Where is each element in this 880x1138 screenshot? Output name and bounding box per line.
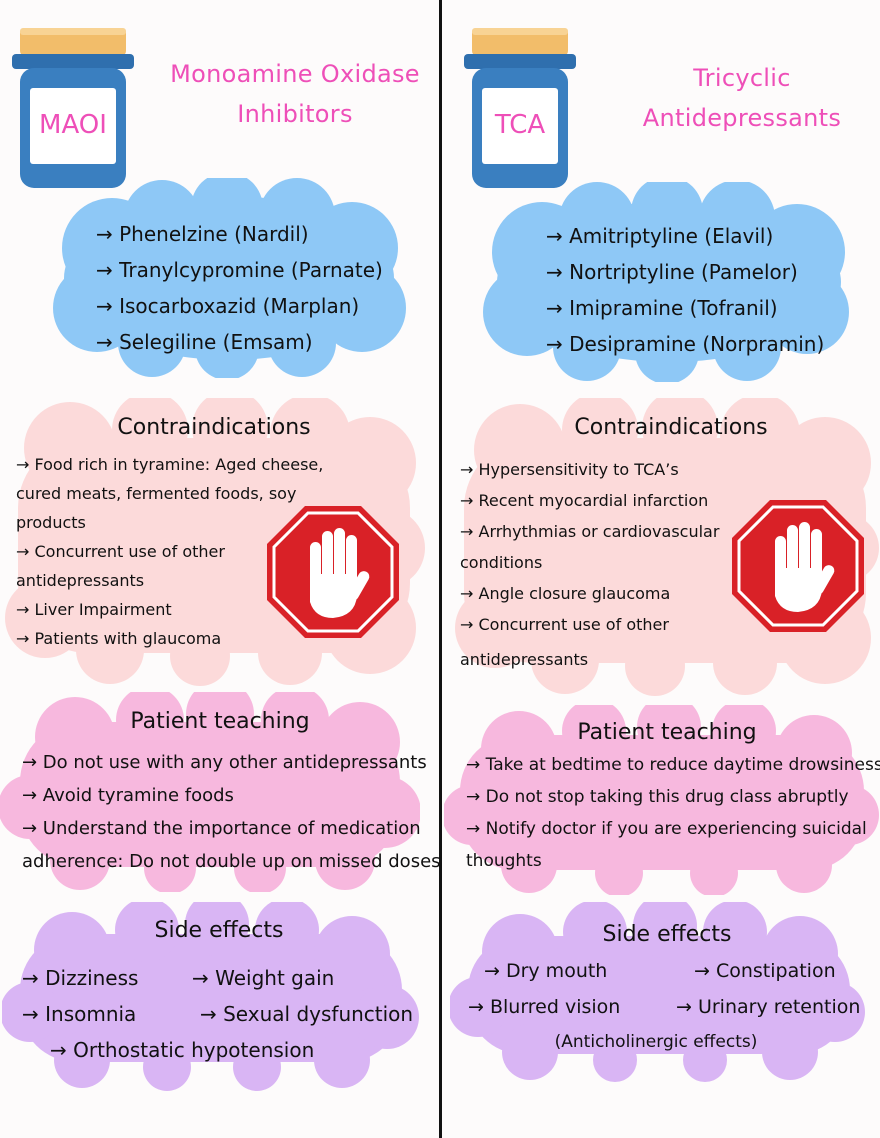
maoi-contra-line: products xyxy=(16,513,86,532)
maoi-drug-item: → Tranylcypromine (Parnate) xyxy=(96,258,383,282)
maoi-side-effect: → Dizziness xyxy=(22,966,139,990)
tca-contra-line: → Concurrent use of other xyxy=(460,615,669,634)
tca-teaching-heading: Patient teaching xyxy=(577,720,757,745)
maoi-teaching-heading: Patient teaching xyxy=(130,709,310,734)
tca-drug-item: → Desipramine (Norpramin) xyxy=(546,332,825,356)
tca-contra-line: → Recent myocardial infarction xyxy=(460,491,709,510)
maoi-contra-line: cured meats, fermented foods, soy xyxy=(16,484,297,503)
maoi-contra-line: → Concurrent use of other xyxy=(16,542,225,561)
tca-side-effect: → Blurred vision xyxy=(468,996,621,1018)
maoi-drug-item: → Isocarboxazid (Marplan) xyxy=(96,294,360,318)
tca-teaching-line: → Do not stop taking this drug class abr… xyxy=(466,787,849,807)
maoi-side-effect: → Sexual dysfunction xyxy=(200,1002,414,1026)
tca-drug-item: → Nortriptyline (Pamelor) xyxy=(546,260,798,284)
maoi-teaching-line: → Do not use with any other antidepressa… xyxy=(22,752,427,773)
center-divider xyxy=(439,0,442,1138)
maoi-side-effect: → Orthostatic hypotension xyxy=(50,1038,315,1062)
maoi-title-line-2: Inhibitors xyxy=(237,100,353,128)
tca-contra-line: antidepressants xyxy=(460,650,589,669)
tca-drugs-cloud: → Amitriptyline (Elavil) → Nortriptyline… xyxy=(482,182,857,382)
tca-title-line-2: Antidepressants xyxy=(642,104,842,132)
maoi-side-effects-cloud: Side effects → Dizziness → Weight gain →… xyxy=(2,902,420,1092)
maoi-side-effects-heading: Side effects xyxy=(154,918,284,943)
maoi-drug-item: → Phenelzine (Nardil) xyxy=(96,222,309,246)
tca-contraindications-cloud: Contraindications → Hypersensitivity to … xyxy=(450,398,880,698)
maoi-side-effect: → Weight gain xyxy=(192,966,335,990)
maoi-teaching-line: adherence: Do not double up on missed do… xyxy=(22,851,441,872)
tca-contra-line: → Hypersensitivity to TCA’s xyxy=(460,460,679,479)
tca-drug-item: → Amitriptyline (Elavil) xyxy=(546,224,774,248)
tca-column: TCA Tricyclic Antidepressants → Amitript… xyxy=(442,0,880,1138)
tca-side-effects-heading: Side effects xyxy=(602,922,732,947)
maoi-title: Monoamine Oxidase Inhibitors xyxy=(150,54,440,134)
pill-bottle-icon: TCA xyxy=(460,22,580,192)
maoi-side-effect: → Insomnia xyxy=(22,1002,137,1026)
maoi-teaching-line: → Avoid tyramine foods xyxy=(22,785,234,806)
tca-teaching-cloud: Patient teaching → Take at bedtime to re… xyxy=(444,705,880,895)
tca-side-effect: → Constipation xyxy=(694,960,836,982)
maoi-column: MAOI Monoamine Oxidase Inhibitors → Phen… xyxy=(0,22,441,1092)
stop-hand-icon xyxy=(265,504,401,640)
tca-title-line-1: Tricyclic xyxy=(693,64,791,92)
pill-bottle-icon: MAOI xyxy=(8,22,138,192)
maoi-contra-line: → Food rich in tyramine: Aged cheese, xyxy=(16,455,324,474)
maoi-drugs-cloud: → Phenelzine (Nardil) → Tranylcypromine … xyxy=(52,178,407,378)
maoi-contra-line: → Patients with glaucoma xyxy=(16,629,222,648)
tca-contra-line: → Arrhythmias or cardiovascular xyxy=(460,522,720,541)
tca-contra-line: conditions xyxy=(460,553,543,572)
maoi-contraindications-cloud: Contraindications → Food rich in tyramin… xyxy=(0,398,428,688)
bottle-label: TCA xyxy=(494,110,546,140)
tca-contra-line: → Angle closure glaucoma xyxy=(460,584,671,603)
maoi-contra-line: antidepressants xyxy=(16,571,145,590)
maoi-drug-item: → Selegiline (Emsam) xyxy=(96,330,313,354)
tca-teaching-line: thoughts xyxy=(466,851,542,871)
tca-teaching-line: → Notify doctor if you are experiencing … xyxy=(466,819,867,839)
tca-side-effect: → Urinary retention xyxy=(676,996,861,1018)
tca-side-effects-cloud: Side effects → Dry mouth → Constipation … xyxy=(450,902,868,1084)
maoi-teaching-cloud: Patient teaching → Do not use with any o… xyxy=(0,692,441,892)
tca-contra-heading: Contraindications xyxy=(574,415,768,440)
maoi-contra-heading: Contraindications xyxy=(117,415,311,440)
tca-title: Tricyclic Antidepressants xyxy=(602,58,880,138)
maoi-title-line-1: Monoamine Oxidase xyxy=(170,60,420,88)
tca-drug-item: → Imipramine (Tofranil) xyxy=(546,296,778,320)
tca-side-effects-note: (Anticholinergic effects) xyxy=(554,1032,758,1052)
stop-hand-icon xyxy=(730,498,866,634)
maoi-teaching-line: → Understand the importance of medicatio… xyxy=(22,818,421,839)
tca-teaching-line: → Take at bedtime to reduce daytime drow… xyxy=(466,755,880,775)
maoi-contra-line: → Liver Impairment xyxy=(16,600,172,619)
tca-side-effect: → Dry mouth xyxy=(484,960,608,982)
bottle-label: MAOI xyxy=(39,110,107,140)
